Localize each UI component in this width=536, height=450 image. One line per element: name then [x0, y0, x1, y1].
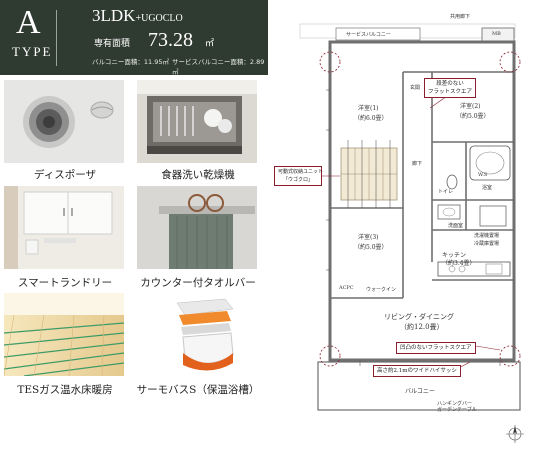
callout-flat-square-1: 段差のない フラットスクエア: [424, 78, 477, 98]
smart-laundry-caption: スマートランドリー: [17, 277, 113, 289]
type-letter: A: [16, 4, 41, 41]
compass: [506, 425, 524, 443]
balcony-label: バルコニー: [405, 388, 435, 395]
garden-table-label: ガーデンテーブル: [437, 407, 477, 413]
corridor-label: 共用廊下: [450, 14, 471, 20]
towel-bar-caption: カウンター付タオルバー: [140, 277, 256, 289]
dishwasher-caption: 食器洗い乾燥機: [161, 169, 235, 181]
washroom-label: 洗面室: [448, 223, 464, 229]
area-label: 専有面積: [94, 39, 131, 49]
room2-size: （約5.0畳）: [456, 113, 490, 120]
balcony-area: バルコニー面積：11.95㎡: [92, 58, 169, 66]
bath-label: 浴室: [482, 185, 493, 191]
hallway-label: 廊下: [412, 161, 423, 167]
ws-label: W.S: [478, 172, 488, 178]
type-word: TYPE: [12, 44, 53, 59]
ldk-size: （約12.0畳）: [400, 323, 444, 331]
area-value: 73.28: [148, 29, 193, 51]
floor-heating-photo: [4, 293, 124, 376]
thermo-bath-caption: サーモバスS（保温浴槽）: [136, 384, 260, 396]
walkin-label: ウォークイン: [366, 287, 397, 293]
mb-label: MB: [492, 31, 501, 37]
callout-wide-sash: 高さ約2.1mのワイドハイサッシ: [373, 365, 461, 377]
room1-label: 洋室(1): [358, 105, 379, 112]
service-balcony-label: サービスバルコニー: [346, 32, 391, 38]
area-unit: ㎡: [205, 39, 215, 49]
smart-laundry-photo: [4, 186, 124, 269]
toilet-label: トイレ: [438, 189, 454, 195]
hanging-bar-label: ハンギングバー: [437, 401, 473, 407]
disposer-caption: ディスポーザ: [33, 169, 97, 181]
callout-flat-square-2: 凹凸のないフラットスクエア: [396, 342, 476, 354]
header-divider: [56, 10, 57, 66]
plan-header: A TYPE 3LDK+UGOCLO 専有面積 73.28 ㎡ バルコニー面積：…: [0, 0, 268, 76]
entrance-label: 玄関: [410, 85, 421, 91]
plan-name: 3LDK+UGOCLO: [92, 6, 183, 26]
acpc-label: ACPC: [339, 285, 354, 291]
callout-ugoclo: 可動式収納ユニット 「ウゴクロ」: [274, 166, 323, 186]
ugoclo-unit: [340, 140, 398, 208]
disposer-photo: [4, 80, 124, 163]
laundry-label: 洗濯機置場: [474, 233, 500, 239]
plan-layout: 3LDK: [92, 6, 136, 25]
fridge-label: 冷蔵庫置場: [474, 241, 500, 247]
plan-suffix: +UGOCLO: [135, 13, 183, 24]
kitchen-size: （約3.4畳）: [442, 260, 476, 267]
room3-label: 洋室(3): [358, 234, 379, 241]
ldk-label: リビング・ダイニング: [384, 313, 454, 321]
kitchen-label: キッチン: [442, 252, 467, 259]
room1-size: （約6.0畳）: [354, 115, 388, 122]
service-balcony-area: サービスバルコニー面積：2.89㎡: [172, 58, 265, 76]
dishwasher-photo: [137, 80, 257, 163]
thermo-bath-photo: [137, 293, 257, 376]
floor-heating-caption: TESガス温水床暖房: [17, 384, 113, 396]
room3-size: （約5.0畳）: [354, 244, 388, 251]
towel-bar-photo: [137, 186, 257, 269]
room2-label: 洋室(2): [460, 103, 481, 110]
